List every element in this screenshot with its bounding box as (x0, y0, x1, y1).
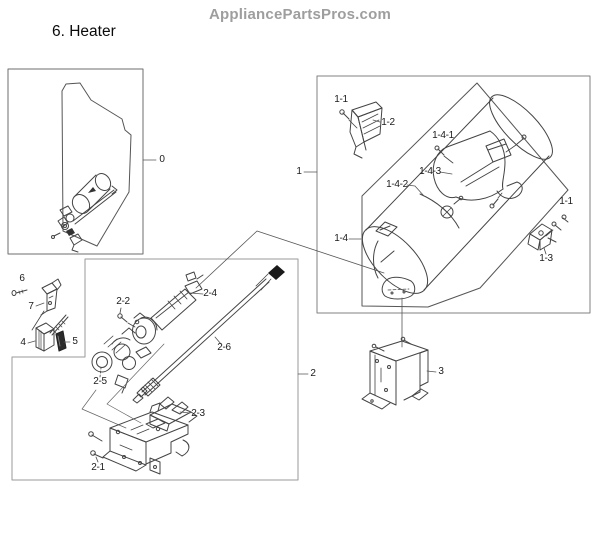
callout-7: 7 (28, 301, 34, 312)
callout-2-3: 2-3 (191, 408, 205, 419)
mini-heater-assembly (51, 173, 118, 253)
callout-1-4-3: 1-4-3 (419, 166, 441, 177)
heater-cover-cap (432, 130, 523, 201)
terminal-block-4 (27, 314, 69, 352)
heater-duct-body (361, 94, 553, 294)
cap-screws (434, 134, 527, 209)
callout-1-4: 1-4 (334, 233, 348, 244)
callout-1-1-right: 1-1 (559, 196, 573, 207)
bracket-1-3 (527, 214, 569, 255)
callout-1: 1 (296, 166, 302, 177)
fuse-part-5 (55, 330, 71, 352)
callout-3: 3 (438, 366, 444, 377)
callout-2-4: 2-4 (203, 288, 217, 299)
callout-1-3: 1-3 (539, 253, 553, 264)
support-bracket-3 (361, 297, 437, 410)
cross-leader-lines (195, 230, 385, 289)
screw-6 (11, 289, 28, 296)
bracket-7 (31, 278, 62, 331)
site-watermark: AppliancePartsPros.com (209, 6, 391, 23)
callout-0: 0 (159, 154, 165, 165)
screw-2-2 (117, 307, 136, 328)
page-title: 6. Heater (52, 23, 116, 40)
callout-6: 6 (19, 273, 25, 284)
callout-2-2: 2-2 (116, 296, 130, 307)
callout-5: 5 (72, 336, 78, 347)
duct-outlet-flange (381, 276, 416, 300)
heater-element-2-4 (132, 271, 204, 345)
main-box-1-duct (303, 75, 591, 314)
support-panel-outline (361, 82, 569, 308)
callout-1-4-2: 1-4-2 (386, 179, 408, 190)
callout-2-5: 2-5 (93, 376, 107, 387)
assembly-guide-lines (81, 343, 165, 429)
callout-1-1-left: 1-1 (334, 94, 348, 105)
callout-2-6: 2-6 (217, 342, 231, 353)
callout-2: 2 (310, 368, 316, 379)
bracket-1-2 (339, 101, 383, 159)
callout-4: 4 (20, 337, 26, 348)
valve-assembly-2-5 (91, 327, 152, 394)
callout-1-4-1: 1-4-1 (432, 130, 454, 141)
sub-box-2-heater-parts (11, 258, 309, 481)
loose-parts-4-5-6-7 (11, 278, 71, 352)
callout-2-1: 2-1 (91, 462, 105, 473)
gas-pipe-2-6 (132, 265, 285, 404)
callout-1-2: 1-2 (381, 117, 395, 128)
base-bracket-2-1 (88, 402, 190, 475)
bracket-2-3 (149, 396, 198, 432)
inset-box-0-cabinet (7, 68, 157, 255)
